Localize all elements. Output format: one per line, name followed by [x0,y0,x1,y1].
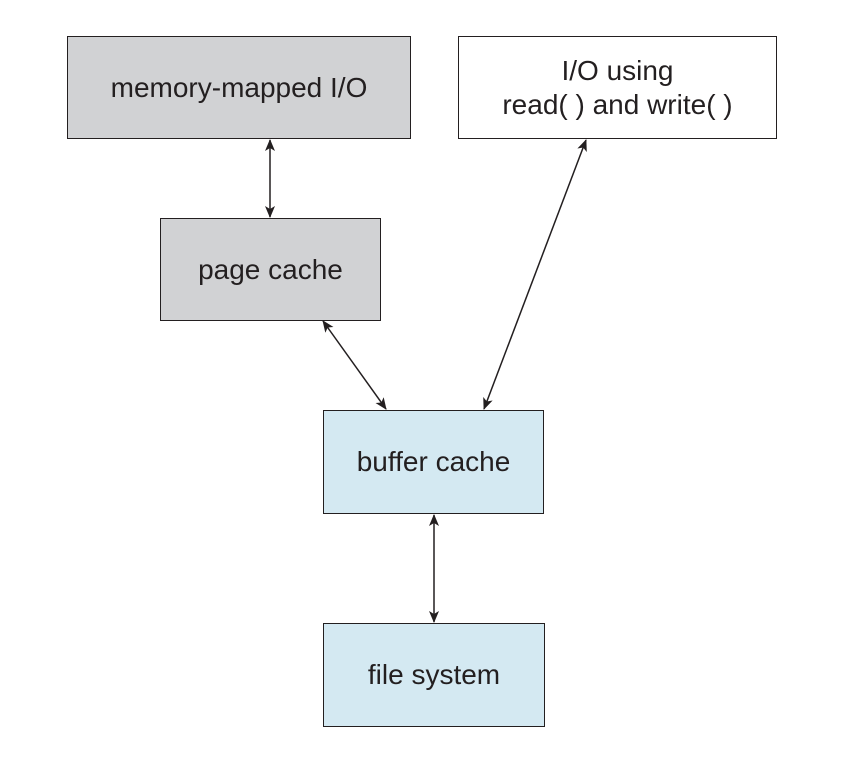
page-cache-label: page cache [198,253,343,285]
buffer-cache-box: buffer cache [323,410,544,514]
arrow-read-write-buffer-cache [483,139,587,410]
read-write-io-label-line1: I/O using [561,54,674,86]
page-cache-box: page cache [160,218,381,321]
read-write-io-box: I/O using read( ) and write( ) [458,36,777,139]
read-write-io-label-line2: read( ) and write( ) [502,88,733,120]
memory-mapped-io-label: memory-mapped I/O [110,71,368,103]
arrow-page-cache-buffer-cache [322,320,387,410]
file-system-box: file system [323,623,545,727]
file-system-label: file system [367,659,501,691]
read-write-io-label: I/O using read( ) and write( ) [502,54,732,121]
buffer-cache-label: buffer cache [356,446,511,478]
memory-mapped-io-box: memory-mapped I/O [67,36,411,139]
